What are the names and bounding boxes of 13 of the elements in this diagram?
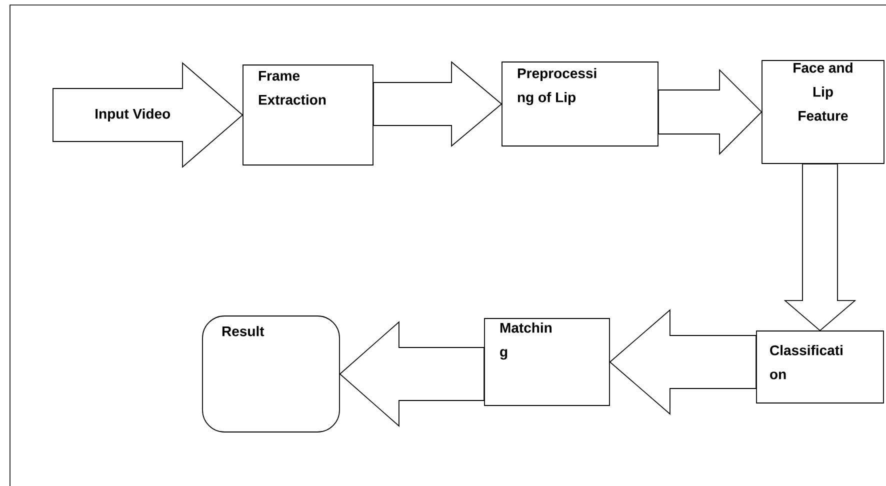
block-arrow bbox=[658, 68, 762, 156]
process-box: Classificati on bbox=[756, 330, 884, 404]
block-arrow bbox=[373, 61, 502, 147]
block-arrow bbox=[52, 62, 244, 168]
process-box: Matchin g bbox=[484, 318, 610, 406]
terminal-box: Result bbox=[202, 316, 340, 432]
edge-label: Input Video bbox=[94, 107, 172, 123]
block-arrow bbox=[784, 164, 856, 332]
process-box: Preprocessi ng of Lip bbox=[502, 62, 658, 146]
process-box: Face and Lip Feature bbox=[762, 60, 884, 164]
block-arrow bbox=[609, 309, 756, 415]
block-arrow bbox=[339, 321, 484, 427]
process-box: Frame Extraction bbox=[242, 64, 374, 166]
